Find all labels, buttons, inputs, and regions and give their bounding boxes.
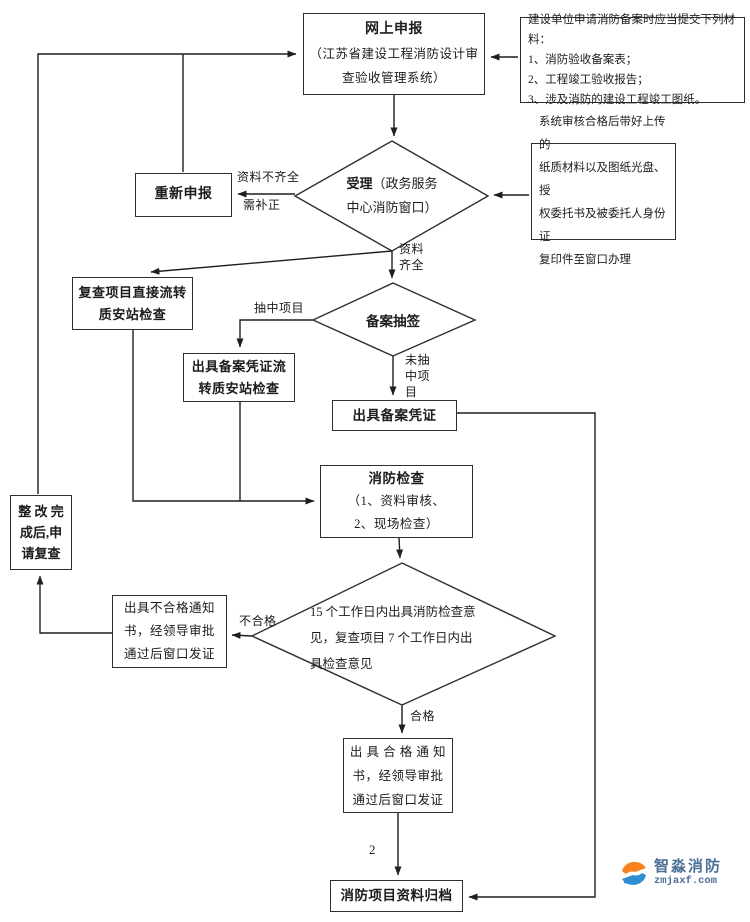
diamond-line: 见，复查项目 7 个工作日内出 <box>310 631 473 645</box>
note-materials: 建设单位申请消防备案时应当提交下列材料： 1、消防验收备案表； 2、工程竣工验收… <box>520 14 745 106</box>
node-line: 复查项目直接流转 <box>78 284 187 300</box>
node-label: 出具备案凭证 <box>352 407 437 423</box>
edge-label-line: 目 <box>405 385 418 399</box>
lottery-diamond-shape <box>311 282 477 357</box>
node-pass-notice: 出 具 合 格 通 知 书，经领导审批 通过后窗口发证 <box>343 738 453 813</box>
zhimiao-watermark: 智淼消防 zmjaxf.com <box>618 858 722 890</box>
node-line: 书，经领导审批 <box>123 624 215 638</box>
edge-label-pass: 合格 <box>410 709 436 723</box>
edge-label-need-fix: 需补正 <box>243 198 281 212</box>
edge-firecheck-to-opinion <box>396 537 404 559</box>
note-line: 1、消防验收备案表； <box>528 54 638 66</box>
node-issue-cert: 出具备案凭证 <box>332 400 457 431</box>
node-line: 质安站检查 <box>98 306 167 322</box>
node-line: 转质安站检查 <box>198 380 280 396</box>
node-cert-transfer: 出具备案凭证流 转质安站检查 <box>183 353 295 402</box>
opinion-diamond-text: 15 个工作日内出具消防检查意 见，复查项目 7 个工作日内出 具检查意见 <box>310 601 505 675</box>
node-recheck-direct: 复查项目直接流转 质安站检查 <box>72 277 193 330</box>
note-line: 2、工程竣工验收报告； <box>528 74 649 86</box>
diamond-line: 备案抽签 <box>366 314 420 329</box>
node-line: 2、现场检查） <box>354 517 439 531</box>
edge-label-line: 未抽 <box>405 353 431 367</box>
node-line: 查验收管理系统） <box>341 71 446 85</box>
node-line: 请复查 <box>21 546 61 561</box>
opinion-diamond-shape <box>250 562 557 706</box>
diamond-line: 中心消防窗口） <box>346 200 438 215</box>
note-line: 建设单位申请消防备案时应当提交下列材料： <box>528 14 735 46</box>
edge-fail-to-rectify <box>36 575 112 634</box>
edge-label-not-drawn: 未抽 中项 目 <box>405 352 430 400</box>
accept-diamond-shape <box>293 140 490 252</box>
edge-label-line: 中项 <box>405 369 431 383</box>
accept-diamond-text: 受理（政务服务 中心消防窗口） <box>306 171 478 221</box>
watermark-text: 智淼消防 zmjaxf.com <box>654 858 723 888</box>
note-line: 复印件至窗口办理 <box>539 254 631 266</box>
edge-rectify-to-online <box>37 50 297 494</box>
node-label: 消防项目资料归档 <box>340 888 453 903</box>
edge-label-line: 资料 <box>399 242 425 256</box>
edge-accept-to-recheck <box>150 250 393 275</box>
node-line: 出具不合格通知 <box>123 601 215 615</box>
node-archive: 消防项目资料归档 <box>330 880 463 912</box>
edge-label-drawn: 抽中项目 <box>254 301 305 315</box>
edge-label-incomplete: 资料不齐全 <box>237 170 300 184</box>
note-line: 权委托书及被委托人身份证 <box>539 208 666 243</box>
edge-label-line: 齐全 <box>399 258 425 272</box>
note-line: 纸质材料以及图纸光盘、授 <box>539 162 666 197</box>
edge-opinion-to-fail <box>231 631 253 639</box>
note-line: 系统审核合格后带好上传的 <box>539 116 666 151</box>
node-line: （1、资料审核、 <box>347 494 446 508</box>
page-number: 2 <box>369 842 376 857</box>
edge-lottery-to-cert-transfer <box>236 319 313 348</box>
zhimiao-logo-icon <box>622 861 646 885</box>
node-label: 重新申报 <box>154 187 213 202</box>
note-line: 3、涉及消防的建设工程竣工图纸。 <box>528 94 707 106</box>
node-line: 整 改 完 <box>18 504 64 519</box>
node-fail-notice: 出具不合格通知 书，经领导审批 通过后窗口发证 <box>112 595 227 668</box>
node-line: 出具备案凭证流 <box>191 358 287 374</box>
node-line: 通过后窗口发证 <box>123 647 215 661</box>
diamond-line: 15 个工作日内出具消防检查意 <box>310 605 476 619</box>
diamond-keyword: 受理 <box>346 176 373 191</box>
node-rectify: 整 改 完 成后,申 请复查 <box>10 495 72 570</box>
node-fire-check: 消防检查 （1、资料审核、 2、现场检查） <box>320 465 473 538</box>
diamond-rest: （政务服务 <box>372 176 438 191</box>
diamond-line: 受理（政务服务 <box>346 172 437 196</box>
diamond-line: 具检查意见 <box>310 657 373 671</box>
node-redeclare: 重新申报 <box>135 173 232 217</box>
watermark-site: zmjaxf.com <box>654 875 718 887</box>
node-title: 网上申报 <box>365 22 423 37</box>
note-system: 系统审核合格后带好上传的 纸质材料以及图纸光盘、授 权委托书及被委托人身份证 复… <box>531 116 676 266</box>
lottery-diamond-text: 备案抽签 <box>333 310 453 330</box>
edge-label-complete: 资料 齐全 <box>399 241 424 273</box>
edge-issue-cert-to-archive <box>457 412 596 901</box>
node-line: 出 具 合 格 通 知 <box>349 744 447 759</box>
node-line: 成后,申 <box>19 525 63 540</box>
edge-label-fail: 不合格 <box>239 614 277 628</box>
node-online-declare: 网上申报 （江苏省建设工程消防设计审 查验收管理系统） <box>303 13 485 95</box>
node-line: （江苏省建设工程消防设计审 <box>309 47 479 61</box>
edge-recheck-to-firecheck <box>132 330 315 505</box>
node-line: 通过后窗口发证 <box>352 792 444 807</box>
node-line: 书，经领导审批 <box>352 768 444 783</box>
node-title: 消防检查 <box>368 471 425 486</box>
watermark-brand: 智淼消防 <box>654 858 723 875</box>
